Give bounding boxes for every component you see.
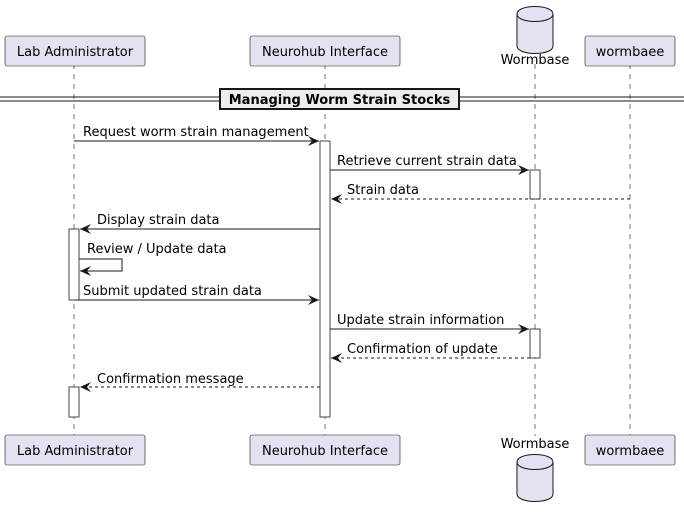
section-divider: Managing Worm Strain Stocks	[0, 88, 684, 110]
participant-wb-top: Wormbase	[501, 6, 570, 68]
participant-ui-bottom-label: Neurohub Interface	[262, 444, 388, 459]
activation-admin-1	[68, 228, 80, 301]
section-title: Managing Worm Strain Stocks	[229, 93, 451, 108]
participant-wb-bottom: Wormbase	[501, 437, 570, 502]
message-3: Strain data	[331, 183, 630, 204]
activation-admin-2	[68, 386, 80, 418]
message-2-label: Retrieve current strain data	[337, 154, 517, 169]
participant-wormbaee-label: wormbaee	[596, 45, 665, 60]
message-1: Request worm strain management	[74, 125, 319, 146]
participant-wb-bottom-label: Wormbase	[501, 437, 570, 452]
participant-wormbaee-top: wormbaee	[584, 35, 676, 67]
participant-wormbaee-bottom: wormbaee	[584, 434, 676, 466]
participant-ui-top: Neurohub Interface	[249, 35, 401, 67]
activation-ui	[319, 140, 331, 418]
participant-ui-bottom: Neurohub Interface	[249, 434, 401, 466]
message-9-label: Confirmation message	[97, 372, 244, 387]
activation-wb-1	[529, 169, 541, 200]
message-7-label: Update strain information	[337, 313, 504, 328]
activation-wb-2	[529, 328, 541, 359]
message-6-label: Submit updated strain data	[83, 284, 262, 299]
participant-ui-label: Neurohub Interface	[262, 45, 388, 60]
participant-wb-label: Wormbase	[501, 53, 570, 68]
message-8-label: Confirmation of update	[347, 342, 498, 357]
message-5: Review / Update data	[79, 242, 227, 276]
message-5-label: Review / Update data	[87, 242, 227, 257]
message-1-label: Request worm strain management	[83, 125, 309, 140]
message-4-label: Display strain data	[97, 213, 220, 228]
participant-admin-top: Lab Administrator	[4, 35, 146, 67]
message-9: Confirmation message	[80, 372, 320, 392]
message-8: Confirmation of update	[331, 342, 530, 363]
message-4: Display strain data	[80, 213, 320, 234]
participant-admin-bottom-label: Lab Administrator	[17, 444, 134, 459]
message-2: Retrieve current strain data	[330, 154, 529, 175]
message-3-label: Strain data	[347, 183, 419, 198]
participant-wormbaee-bottom-label: wormbaee	[596, 444, 665, 459]
participant-admin-bottom: Lab Administrator	[4, 434, 146, 466]
message-6: Submit updated strain data	[74, 284, 319, 305]
message-7: Update strain information	[330, 313, 529, 334]
participant-admin-label: Lab Administrator	[17, 45, 134, 60]
